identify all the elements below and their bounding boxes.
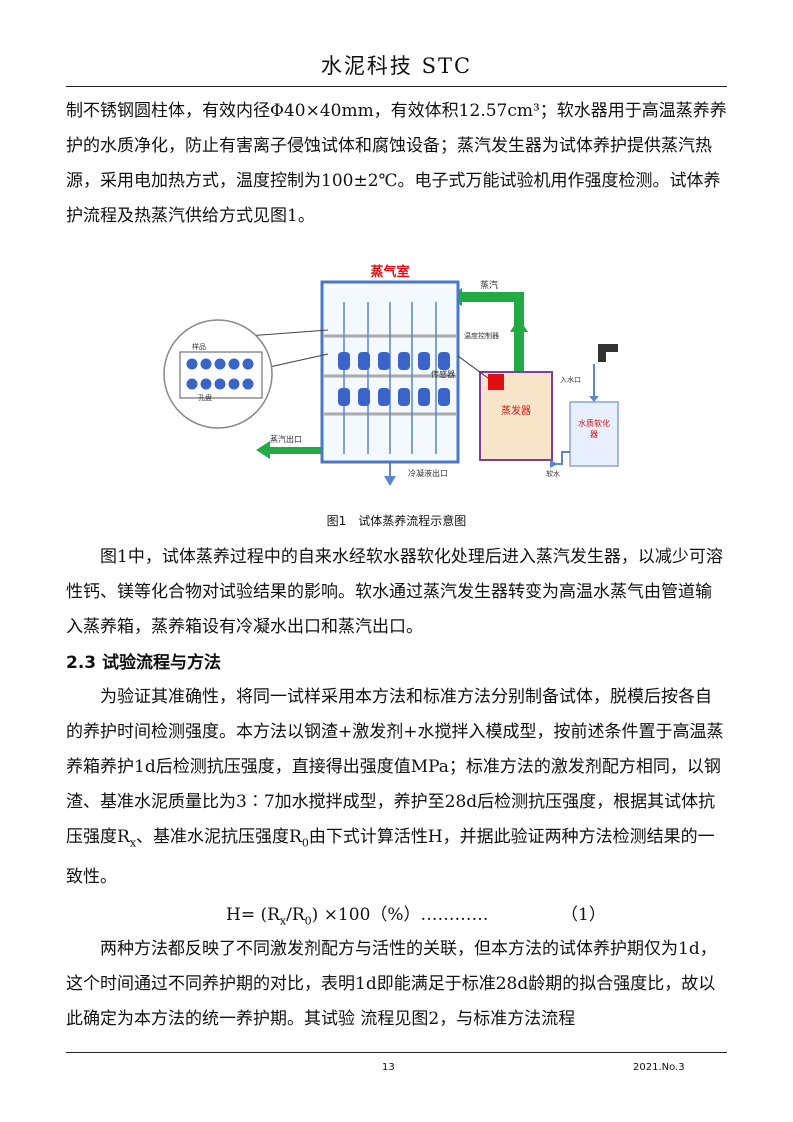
paragraph-3: 为验证其准确性，将同一试样采用本方法和标准方法分别制备试体，脱模后按各自的养护时… <box>66 687 724 888</box>
water-softener <box>569 401 619 467</box>
steam-outlet-pipe <box>266 447 322 454</box>
steam-pipe <box>458 292 524 374</box>
samples <box>338 352 450 406</box>
generator-label: 蒸发器 <box>501 404 531 417</box>
paragraph-1: 制不锈钢圆柱体，有效内径Φ40×40mm，有效体积12.57cm³；软水器用于高… <box>66 101 727 226</box>
tray-label: 孔盘 <box>198 393 212 402</box>
softener-label-1: 水质软化 <box>578 418 610 428</box>
temp-controller-label: 温度控制器 <box>464 331 499 340</box>
steam-label: 蒸汽 <box>480 279 498 291</box>
condensate-outlet-label: 冷凝液出口 <box>408 468 448 478</box>
formula-expression: H= (Rx/R0) ×100（%）………… <box>226 905 489 928</box>
condensate-arrow <box>384 476 396 486</box>
steam-curing-diagram: 蒸气室 蒸汽 温度控制器 传感器 样品 孔盘 蒸发器 水质软化 器 入水口 软水… <box>163 264 619 486</box>
chamber-label: 蒸气室 <box>370 264 409 280</box>
steam-outlet-arrow <box>256 441 270 459</box>
sensor <box>488 374 504 390</box>
page-number: 13 <box>382 1062 395 1073</box>
faucet-icon <box>598 344 618 362</box>
softener-label-2: 器 <box>590 430 598 439</box>
sample-label: 样品 <box>192 342 206 351</box>
paragraph-4: 两种方法都反映了不同激发剂配方与活性的关联，但本方法的试体养护期仅为1d，这个时… <box>66 939 717 1029</box>
water-inlet-label: 入水口 <box>560 375 581 384</box>
section-heading: 2.3 试验流程与方法 <box>66 653 222 673</box>
steam-up-arrow <box>510 318 528 332</box>
formula-number: （1） <box>561 905 606 925</box>
issue-label: 2021.No.3 <box>633 1062 685 1073</box>
paragraph-2: 图1中，试体蒸养过程中的自来水经软水器软化处理后进入蒸汽发生器，以减少可溶性钙、… <box>66 547 723 637</box>
steam-flow-lines <box>343 302 437 454</box>
sensor-label: 传感器 <box>431 369 455 379</box>
figure-caption: 图1 试体蒸养流程示意图 <box>326 514 467 528</box>
journal-header: 水泥科技 STC <box>320 54 473 78</box>
tray-samples <box>186 358 254 390</box>
soft-water-label: 软水 <box>546 469 560 478</box>
header-rule <box>66 86 727 87</box>
steam-outlet-label: 蒸汽出口 <box>270 434 302 444</box>
footer-rule <box>66 1052 727 1053</box>
